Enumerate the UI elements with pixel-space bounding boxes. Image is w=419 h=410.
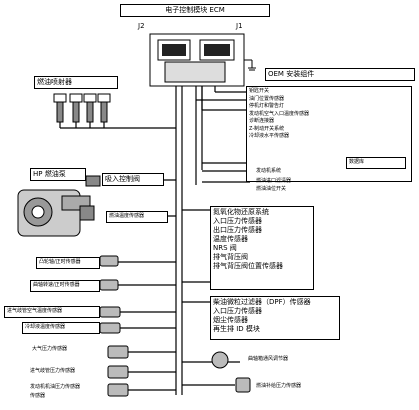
- oem-fuel-level-label: 燃油油位开关: [256, 186, 287, 192]
- coolant-temp-label: 冷却液温度传感器: [22, 322, 100, 334]
- oem-system-label: 发动机系统: [256, 168, 282, 174]
- nox-item: 氮氧化物还原系统: [213, 208, 269, 216]
- hp-fuel-pump-illustration: [17, 175, 101, 237]
- crank-timing-sensor-label: 曲轴转速/正时传感器: [30, 280, 100, 292]
- oil-pressure-label: 发动机机油压力传感器: [30, 384, 81, 390]
- nox-item: 温度传感器: [213, 235, 248, 243]
- dpf-item: 入口压力传感器: [213, 307, 262, 315]
- dpf-item: 柴油微粒过滤器（DPF）传感器: [213, 298, 311, 306]
- oem-item: 停机灯和警告灯: [249, 103, 285, 109]
- oem-title: OEM 安装组件: [265, 68, 415, 81]
- fuel-temp-sensor-label: 燃油温度传感器: [106, 211, 168, 223]
- nox-item: 入口压力传感器: [213, 217, 262, 225]
- oil-pressure-label-2: 传感器: [30, 393, 46, 399]
- oem-item: Z-制动开关系统: [249, 125, 285, 132]
- fuel-injector-label: 燃油喷射器: [34, 76, 118, 89]
- suction-control-valve-label: 吸入控制阀: [102, 173, 164, 186]
- nox-item: NRS 阀: [213, 244, 237, 252]
- oem-database-box: 数据库: [346, 157, 406, 169]
- dpf-group: 柴油微粒过滤器（DPF）传感器 入口压力传感器 烟尘传感器 再生排 ID 模块: [210, 296, 340, 340]
- fuel-injector-illustrations: [53, 93, 111, 123]
- oem-fuel-filter-label: 燃油进口滤清器: [256, 178, 292, 184]
- nox-item: 排气背压阀: [213, 253, 248, 261]
- dpf-item: 再生排 ID 模块: [213, 325, 260, 333]
- cam-timing-sensor-label: 凸轮轴/正时传感器: [36, 257, 100, 269]
- intake-pressure-label: 进气歧管压力传感器: [30, 368, 76, 374]
- oem-item: 油门位置传感器: [249, 95, 285, 102]
- ecm-j2-label: J2: [138, 22, 145, 30]
- ecm-j1-label: J1: [236, 22, 243, 30]
- oem-item: 发动机空气入口温度传感器: [249, 110, 310, 117]
- nox-item: 出口压力传感器: [213, 226, 262, 234]
- nox-group: 氮氧化物还原系统 入口压力传感器 出口压力传感器 温度传感器 NRS 阀 排气背…: [210, 206, 314, 290]
- sensor-illustrations: [99, 255, 251, 397]
- ecm-title: 电子控制模块 ECM: [120, 4, 270, 17]
- ecm-module-illustration: [149, 33, 256, 87]
- hp-fuel-pump-label: HP 燃油泵: [30, 168, 86, 181]
- dpf-item: 烟尘传感器: [213, 316, 248, 324]
- oem-item: 冷却液水平传感器: [249, 133, 290, 139]
- nox-item: 排气背压阀位置传感器: [213, 262, 283, 270]
- intake-manifold-temp-label: 进气歧管空气温度传感器: [4, 306, 100, 318]
- oem-item: 诊断连接器: [249, 118, 275, 124]
- fuel-supply-pressure-label: 燃油补给压力传感器: [256, 383, 302, 389]
- atm-pressure-label: 大气压力传感器: [32, 346, 68, 352]
- oem-item: 钥匙开关: [249, 88, 270, 94]
- crankcase-vent-label: 曲轴箱通风调节器: [248, 356, 289, 362]
